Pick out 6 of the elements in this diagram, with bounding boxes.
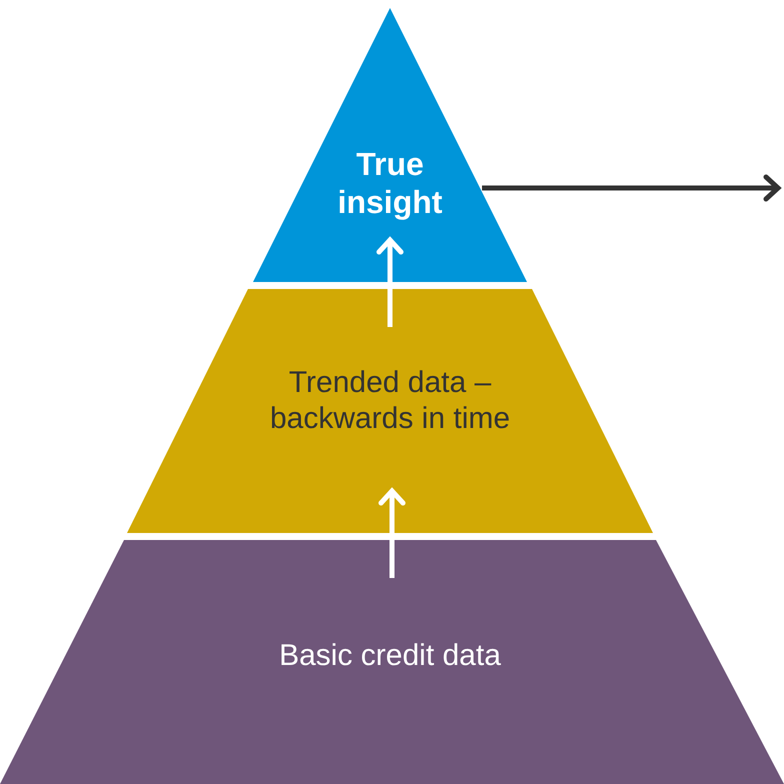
tier-label: Basic credit data [278,638,502,674]
tier-label: Trended data – backwards in time [268,365,512,437]
arrow [376,238,404,327]
tier-label: True insight [336,145,444,222]
arrow [482,174,780,202]
arrow [378,488,406,578]
